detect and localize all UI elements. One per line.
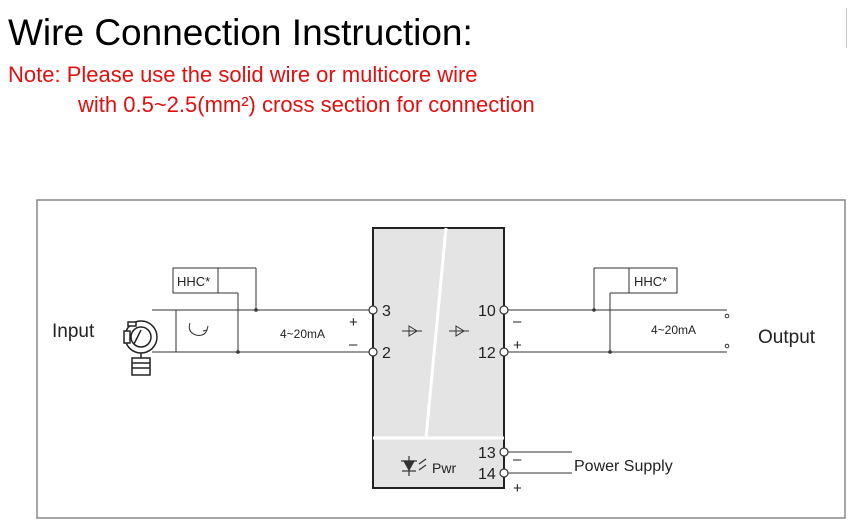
- junction-dot: [592, 308, 596, 312]
- terminal-13: [499, 447, 509, 457]
- terminal-3-label: 3: [382, 303, 391, 320]
- isolator-module: [372, 227, 505, 489]
- loop-arrow-icon: [188, 322, 209, 336]
- terminal-3: [368, 305, 378, 315]
- input-label: Input: [52, 321, 95, 342]
- current-left-label: 4~20mA: [280, 327, 325, 341]
- note-line-2: with 0.5~2.5(mm²) cross section for conn…: [78, 92, 535, 117]
- plus-right-bottom: +: [513, 480, 522, 497]
- diode-icon: [401, 456, 427, 476]
- isolation-arrow-left: [402, 325, 422, 337]
- hhc-box-right: [628, 267, 678, 294]
- terminal-14: [499, 468, 509, 478]
- output-label: Output: [758, 327, 816, 348]
- output-terminal: [724, 313, 730, 319]
- terminal-2: [368, 347, 378, 357]
- junction-dot: [608, 350, 612, 354]
- plus-left: +: [349, 314, 358, 331]
- output-wires: [508, 267, 727, 474]
- plus-right-top: +: [513, 337, 522, 354]
- terminal-12: [499, 347, 509, 357]
- terminal-10-label: 10: [478, 303, 496, 320]
- isolation-arrow-right: [449, 325, 469, 337]
- current-right-label: 4~20mA: [651, 323, 696, 337]
- transmitter-icon: [123, 320, 158, 376]
- terminal-10: [499, 305, 509, 315]
- minus-right-top: –: [513, 313, 522, 330]
- hhc-right-label: HHC*: [634, 274, 667, 289]
- page-title: Wire Connection Instruction:: [8, 12, 473, 53]
- terminal-14-label: 14: [478, 466, 496, 483]
- junction-dot: [236, 350, 240, 354]
- hhc-box-left: [172, 267, 219, 294]
- edge-divider: [846, 8, 847, 48]
- power-supply-label: Power Supply: [574, 458, 673, 475]
- note-line-1: Note: Please use the solid wire or multi…: [8, 62, 478, 87]
- terminal-2-label: 2: [382, 345, 391, 362]
- pwr-label: Pwr: [432, 460, 456, 476]
- output-terminal: [724, 343, 730, 349]
- junction-dot: [254, 308, 258, 312]
- diagram-frame: [36, 199, 846, 519]
- hhc-left-label: HHC*: [177, 274, 210, 289]
- terminal-13-label: 13: [478, 445, 496, 462]
- terminal-12-label: 12: [478, 345, 496, 362]
- minus-right-bottom: –: [513, 451, 522, 468]
- minus-left: –: [349, 336, 358, 353]
